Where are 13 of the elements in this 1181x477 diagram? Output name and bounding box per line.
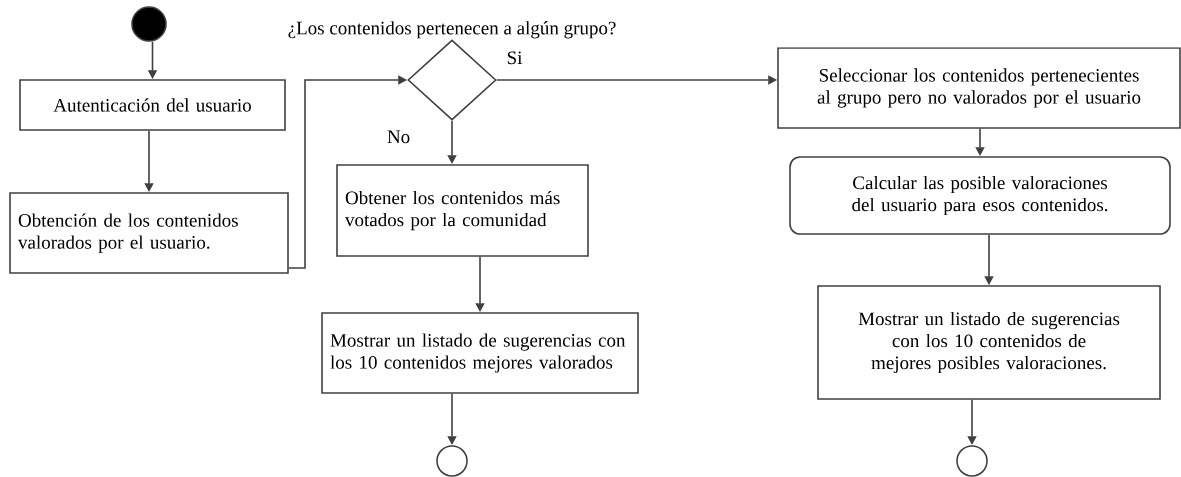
process-box: Mostrar un listado de sugerencias con los 10 contenidos mejores valorados [321, 312, 639, 394]
start-circle [131, 6, 167, 42]
process-box: Obtener los contenidos más votados por la comunidad [336, 164, 589, 257]
end-circle [436, 445, 468, 477]
rounded-box: Calcular las posible valoraciones del usuario para esos contenidos. [789, 156, 1171, 235]
process-box: Mostrar un listado de sugerencias con los 10 contenidos de mejores posibles valoraciones. [817, 285, 1161, 400]
edge-label: Si [505, 50, 524, 66]
node-label: ¿Los contenidos pertenecen a algún grupo? [288, 21, 616, 39]
edge-label: No [386, 129, 412, 145]
end-circle [956, 445, 988, 477]
process-box: Autenticación del usuario [19, 79, 286, 131]
process-box: Seleccionar los contenidos pertenecientes al grupo pero no valorados por el usuario [777, 47, 1181, 129]
process-box: Obtención de los contenidos valorados por el usuario. [9, 192, 289, 274]
